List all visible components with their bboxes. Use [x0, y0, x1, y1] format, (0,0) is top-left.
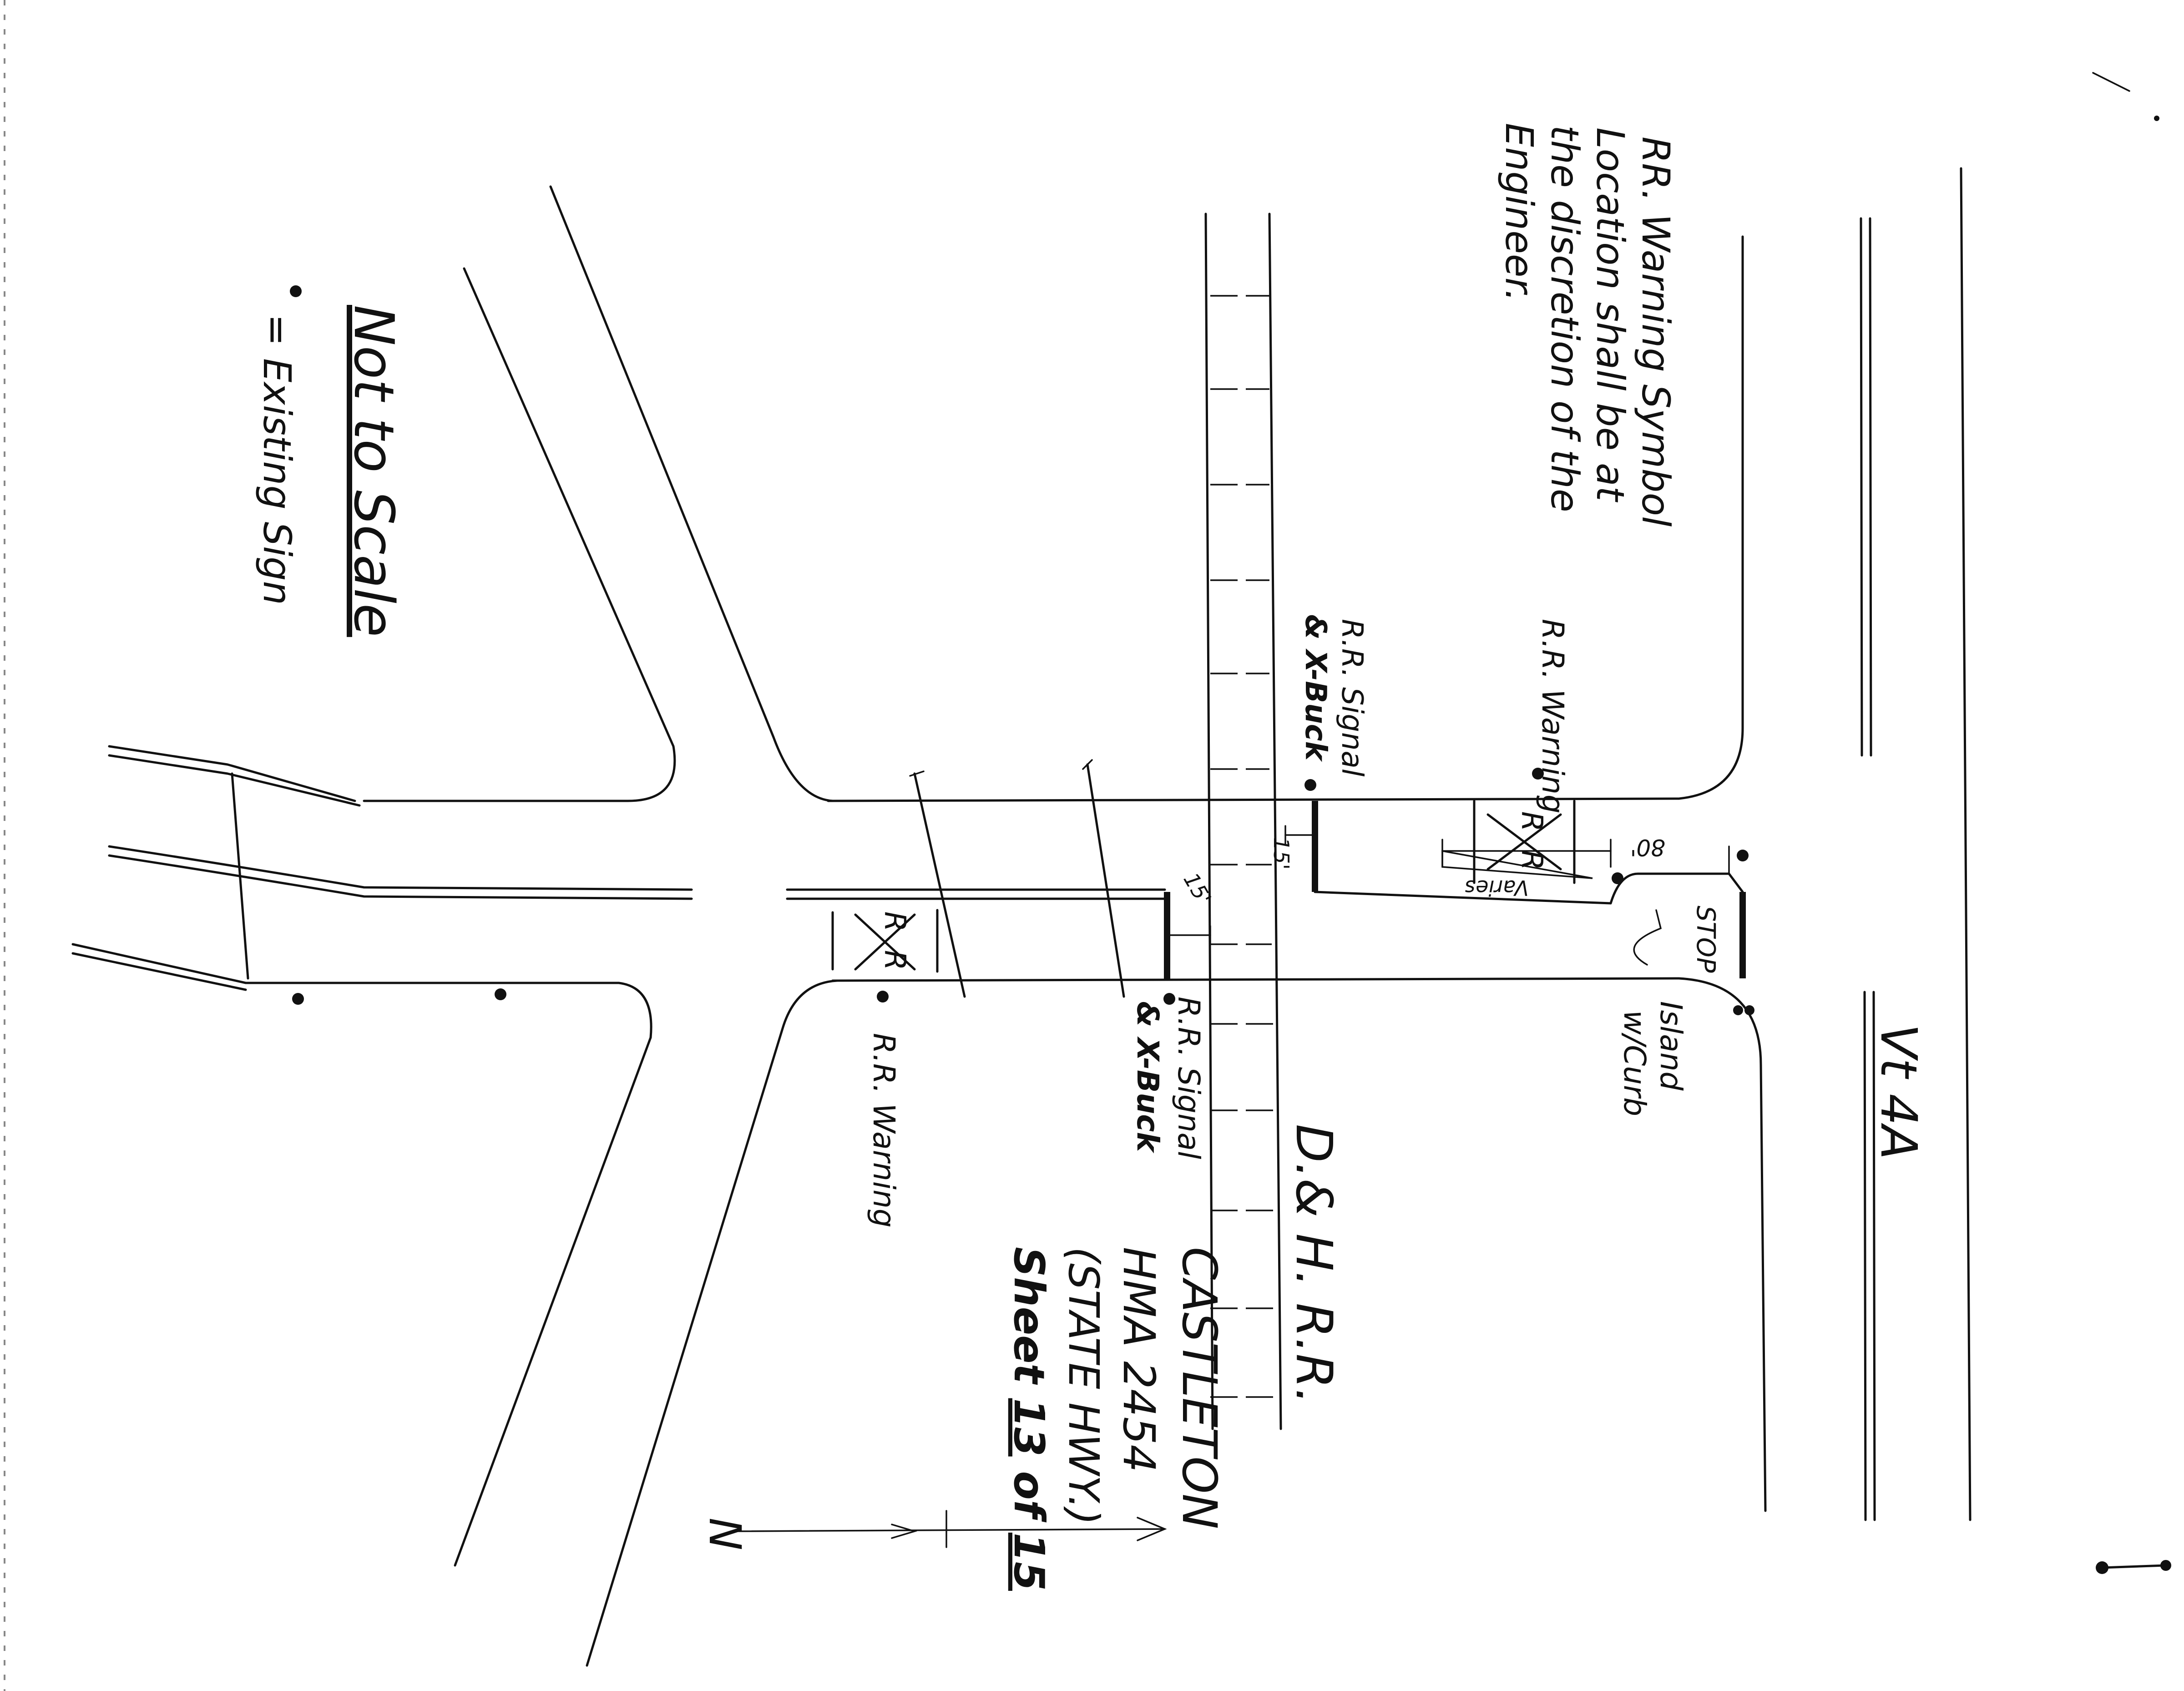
rr-signal-upper-line2: & X-Buck: [1299, 614, 1332, 762]
west-road-north-edge: [108, 745, 356, 802]
note-line-1: RR. Warning Symbol: [1633, 137, 1678, 527]
island-leader: [1633, 909, 1662, 966]
island-label-line1: Island: [1653, 1001, 1689, 1091]
existing-sign-marker: [1744, 1005, 1754, 1015]
rr-symbol-south-letter-a: R: [878, 911, 911, 932]
existing-sign-marker: [1304, 779, 1316, 791]
rr-symbol-south-letter-b: R: [878, 950, 911, 970]
north-arrow-mid: [891, 1524, 918, 1539]
rr-symbol-north: R R: [1473, 800, 1576, 884]
scan-mark: [2101, 1564, 2167, 1569]
existing-sign-marker: [1163, 993, 1175, 1005]
scan-mark: [2092, 72, 2130, 92]
tick-1: [909, 770, 925, 777]
sheet-number: 13: [1005, 1398, 1053, 1457]
northwest-road-edge-outer: [549, 185, 834, 802]
north-arrow-label: N: [699, 1518, 750, 1550]
highway-west-edge-south: [831, 977, 1767, 1512]
existing-sign-marker: [495, 988, 506, 1000]
highway-centerline-2a: [1869, 217, 1872, 757]
stop-sign-label: STOP: [1691, 906, 1720, 973]
crossroad: [71, 185, 1166, 1667]
rr-symbol-north-letter-a: R: [1515, 811, 1548, 831]
tick-2: [1082, 759, 1093, 770]
legend-sign-marker: [290, 285, 302, 297]
west-road-south-edge-2: [71, 952, 247, 991]
existing-sign-marker: [292, 993, 304, 1005]
southwest-road-edge-inner: [71, 943, 652, 1567]
crossing-line-1: [913, 772, 966, 998]
sheet-total: 15: [1005, 1533, 1053, 1591]
rr-warning-lower-label: R.R. Warning: [866, 1033, 901, 1228]
existing-sign-marker: [877, 991, 889, 1002]
title-project: HMA 2454: [1113, 1247, 1164, 1473]
highway-vt4a: [827, 167, 1972, 1521]
rr-warning-upper-label: R.R. Warning: [1535, 619, 1570, 814]
legend-label: = Existing Sign: [255, 314, 299, 605]
note-line-2: Location shall be at: [1588, 127, 1633, 502]
title-sheet: Sheet 13 of 15: [1005, 1247, 1053, 1591]
crossing-line-2: [1086, 763, 1125, 998]
dim-15-a-label: 15': [1269, 837, 1294, 870]
rail-east: [1268, 213, 1282, 1430]
rail-ties: [1210, 295, 1279, 1398]
northwest-road-edge-inner: [363, 267, 676, 802]
existing-sign-marker: [1737, 850, 1749, 861]
rr-symbol-south-x2: [854, 913, 916, 971]
dim-varies-label: Varies: [1465, 876, 1529, 900]
existing-sign-marker: [1733, 1005, 1743, 1015]
sheet-prefix: Sheet: [1005, 1247, 1053, 1385]
note-line-4: Engineer.: [1497, 123, 1542, 302]
island-curb: [1314, 872, 1744, 905]
markings: [1164, 801, 1746, 981]
highway-centerline-1a: [1860, 217, 1863, 757]
title-block: CASTLETON HMA 2454 (STATE HWY.) Sheet 13…: [1005, 1247, 1227, 1591]
highway-centerline-1b: [1863, 991, 1867, 1521]
scan-mark: [2096, 1561, 2108, 1574]
north-arrow-head: [1137, 1517, 1167, 1541]
highway-west-edge-north: [827, 235, 1744, 802]
highway-label: Vt 4A: [1870, 1024, 1928, 1160]
existing-sign-marker: [1532, 768, 1544, 780]
sheet-of: of: [1005, 1471, 1053, 1523]
note-line-3: the discretion of the: [1542, 125, 1587, 512]
west-road-north-edge-2: [108, 754, 361, 807]
scale-note: Not to Scale: [342, 305, 405, 637]
rail-west: [1204, 213, 1214, 1430]
island-label-line2: w/Curb: [1617, 1010, 1652, 1116]
scan-mark: [2154, 116, 2159, 121]
dim-80-label: 80': [1630, 834, 1665, 861]
scan-mark: [2160, 1560, 2171, 1571]
west-crosswalk-line: [231, 772, 249, 980]
railroad-dh: [1204, 213, 1282, 1430]
north-arrow: N: [699, 1510, 1167, 1550]
highway-east-edge: [1960, 167, 1972, 1521]
existing-signs: [290, 285, 1754, 1015]
highway-centerline-2b: [1872, 991, 1876, 1521]
existing-sign-marker: [1612, 872, 1623, 884]
scan-marks: [2092, 72, 2171, 1574]
north-arrow-shaft: [736, 1528, 1166, 1532]
railroad-label: D.& H. R.R.: [1285, 1124, 1343, 1404]
title-type: (STATE HWY.): [1059, 1247, 1108, 1525]
west-road-centerline-a: [108, 845, 693, 891]
title-town: CASTLETON: [1172, 1247, 1227, 1529]
rr-signal-lower-line2: & X-Buck: [1130, 1001, 1165, 1154]
rr-symbol-north-x2: [1486, 813, 1562, 871]
rr-signal-lower-line1: R.R. Signal: [1171, 997, 1206, 1159]
west-road-centerline-b: [108, 854, 693, 900]
note-block: RR. Warning Symbol Location shall be at …: [1497, 123, 1678, 527]
rr-symbol-north-letter-b: R: [1515, 850, 1548, 870]
southwest-road-edge-outer: [586, 979, 839, 1667]
rr-signal-upper-line1: R.R. Signal: [1335, 619, 1369, 777]
rr-symbol-south: R R: [831, 909, 939, 973]
